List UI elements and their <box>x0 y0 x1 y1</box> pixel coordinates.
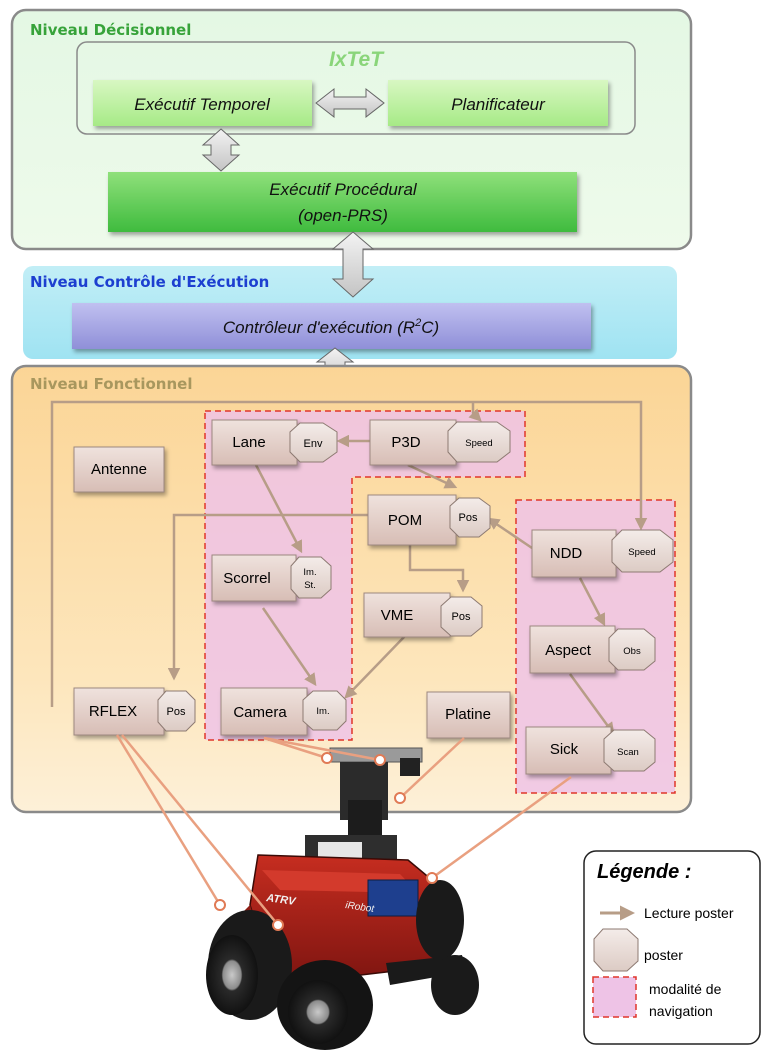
poster-speed-ndd: Speed <box>611 529 674 573</box>
module-pom-label: POM <box>388 512 422 529</box>
svg-text:iRobot: iRobot <box>345 900 376 915</box>
poster-speed-p3d: Speed <box>447 421 511 463</box>
control-level-title: Niveau Contrôle d'Exécution <box>30 273 269 291</box>
svg-text:ATRV: ATRV <box>265 892 298 908</box>
functional-level: Niveau Fonctionnel Lane P3D <box>10 364 693 814</box>
executif-procedural-sublabel: (open-PRS) <box>298 206 388 225</box>
legend-title: Légende : <box>597 861 691 883</box>
module-ndd: NDD <box>531 529 617 578</box>
poster-read-arrows <box>50 400 648 736</box>
temporel-planificateur-double-arrow <box>315 87 385 119</box>
executif-procedural-label: Exécutif Procédural <box>269 180 418 199</box>
sensor-connection-lines <box>115 734 572 926</box>
svg-text:Env: Env <box>304 438 323 450</box>
svg-text:Speed: Speed <box>465 438 492 449</box>
module-p3d: P3D <box>369 419 457 466</box>
module-sick: Sick <box>525 726 612 775</box>
svg-text:Im.: Im. <box>303 567 316 578</box>
module-antenne: Antenne <box>73 446 165 493</box>
executif-procedural-box <box>108 172 577 232</box>
module-lane: Lane <box>211 419 298 466</box>
module-rflex: RFLEX <box>73 687 165 736</box>
decisional-level: Niveau Décisionnel IxTeT Exécutif Tempor… <box>10 8 693 251</box>
module-platine: Platine <box>426 691 511 739</box>
poster-pos-vme: Pos <box>440 596 483 637</box>
legend-poster-icon <box>593 928 639 972</box>
module-camera: Camera <box>220 687 308 736</box>
robot-illustration: ATRV iRobot <box>206 747 479 1050</box>
svg-text:Scan: Scan <box>617 747 639 758</box>
legend-poster-label: poster <box>644 947 683 963</box>
legend-modality-sublabel: navigation <box>649 1003 713 1019</box>
poster-im: Im. <box>302 690 347 731</box>
module-scorrel-label: Scorrel <box>223 570 271 587</box>
poster-env: Env <box>289 422 338 463</box>
planificateur-box <box>388 80 608 126</box>
module-lane-label: Lane <box>232 434 265 451</box>
svg-text:Pos: Pos <box>459 512 478 524</box>
module-aspect-label: Aspect <box>545 642 592 659</box>
module-p3d-label: P3D <box>391 434 420 451</box>
legend-modality-icon <box>592 976 637 1018</box>
module-scorrel: Scorrel <box>211 554 297 602</box>
svg-text:Speed: Speed <box>628 547 655 558</box>
module-ndd-label: NDD <box>550 545 583 562</box>
navigation-modality-region-left <box>204 410 526 741</box>
poster-im-st: Im. St. <box>290 556 332 599</box>
planificateur-label: Planificateur <box>451 95 546 114</box>
module-rflex-label: RFLEX <box>89 703 137 720</box>
svg-text:Pos: Pos <box>452 611 471 623</box>
module-platine-label: Platine <box>445 706 491 723</box>
poster-pos-pom: Pos <box>449 497 491 538</box>
legend-modality-label: modalité de <box>649 981 722 997</box>
legend-arrow-label: Lecture poster <box>644 905 734 921</box>
svg-text:Im.: Im. <box>316 706 329 717</box>
legend: Légende : Lecture poster poster modalité… <box>583 850 761 1045</box>
svg-text:Pos: Pos <box>167 706 186 718</box>
poster-scan: Scan <box>603 729 656 772</box>
svg-text:Obs: Obs <box>623 646 641 657</box>
svg-text:St.: St. <box>304 580 316 591</box>
module-aspect: Aspect <box>529 625 616 674</box>
module-camera-label: Camera <box>233 704 287 721</box>
module-vme: VME <box>363 592 451 638</box>
temporel-procedural-double-arrow <box>201 128 241 172</box>
executif-temporel-label: Exécutif Temporel <box>134 95 271 114</box>
controller-box <box>72 303 591 349</box>
decisional-level-title: Niveau Décisionnel <box>30 21 191 39</box>
module-pom: POM <box>367 494 457 546</box>
ixtet-group <box>76 41 636 135</box>
module-sick-label: Sick <box>550 741 579 758</box>
controller-label: Contrôleur d'exécution (R2C) <box>223 317 439 337</box>
procedural-controller-double-arrow <box>331 231 375 298</box>
executif-temporel-box <box>93 80 312 126</box>
poster-pos-rflex: Pos <box>157 690 196 732</box>
sensor-connection-endpoints <box>214 752 438 931</box>
control-level: Contrôleur d'exécution (R2C) Niveau Cont… <box>23 266 677 359</box>
module-vme-label: VME <box>381 607 414 624</box>
module-antenne-label: Antenne <box>91 461 147 478</box>
functional-level-title: Niveau Fonctionnel <box>30 375 192 393</box>
ixtet-title: IxTeT <box>329 48 385 71</box>
poster-obs: Obs <box>608 628 656 671</box>
